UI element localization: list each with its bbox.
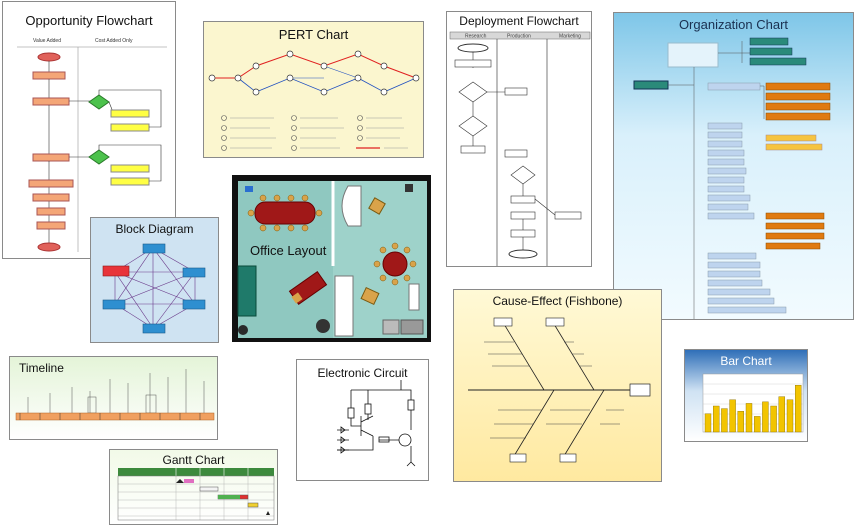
bar-chart-bar: [753, 416, 761, 433]
pert-chart-title: PERT Chart: [278, 27, 349, 42]
bar-chart-thumbnail[interactable]: Bar Chart: [684, 349, 808, 442]
deployment-flowchart-drawing: Research Production Marketing: [449, 31, 591, 266]
svg-text:Marketing: Marketing: [559, 34, 581, 40]
office-layout-thumbnail[interactable]: Office Layout: [232, 175, 431, 342]
gantt-chart-drawing: [117, 468, 275, 521]
timeline-title: Timeline: [19, 361, 64, 375]
bar-chart-bar: [704, 413, 712, 433]
electronic-circuit-drawing: +: [337, 374, 416, 467]
bar-chart-bar: [737, 411, 744, 433]
deployment-flowchart-thumbnail[interactable]: Deployment Flowchart Research Production…: [446, 11, 592, 267]
bar-chart-title: Bar Chart: [720, 354, 772, 368]
svg-text:Research: Research: [465, 34, 487, 40]
bar-chart-bar: [721, 408, 728, 433]
svg-text:Production: Production: [507, 34, 531, 40]
fishbone-diagram-title: Cause-Effect (Fishbone): [492, 294, 623, 308]
bar-chart-bar: [778, 396, 786, 433]
svg-text:+: +: [395, 374, 398, 380]
bar-chart-bar: [713, 405, 720, 433]
opportunity-flowchart-drawing: [17, 46, 167, 252]
organization-chart-thumbnail[interactable]: Organization Chart: [613, 12, 854, 320]
timeline-thumbnail[interactable]: Timeline: [9, 356, 218, 440]
bar-chart-bar: [762, 401, 769, 433]
gantt-chart-thumbnail[interactable]: Gantt Chart: [109, 449, 278, 525]
pert-chart-thumbnail[interactable]: PERT Chart: [203, 21, 424, 158]
office-layout-title: Office Layout: [250, 243, 327, 258]
bar-chart-drawing: [702, 373, 804, 433]
fishbone-diagram-drawing: [468, 317, 651, 463]
organization-chart-drawing: [633, 37, 831, 319]
bar-chart-bar: [745, 403, 753, 433]
deployment-flowchart-title: Deployment Flowchart: [459, 14, 579, 28]
bar-chart-bar: [786, 399, 794, 433]
organization-chart-title: Organization Chart: [678, 17, 789, 32]
electronic-circuit-thumbnail[interactable]: Electronic Circuit +: [296, 359, 429, 481]
value-added-column-label: Value Added: [33, 38, 61, 44]
bar-chart-bar: [770, 405, 777, 433]
bar-chart-bar: [729, 399, 736, 433]
timeline-drawing: [15, 369, 215, 421]
opportunity-flowchart-thumbnail[interactable]: Opportunity Flowchart Value Added Cost A…: [2, 1, 176, 259]
fishbone-diagram-thumbnail[interactable]: Cause-Effect (Fishbone): [453, 289, 662, 482]
cost-added-column-label: Cost Added Only: [95, 38, 133, 44]
gantt-chart-title: Gantt Chart: [162, 453, 225, 467]
electronic-circuit-title: Electronic Circuit: [317, 366, 408, 380]
bar-chart-bar: [794, 385, 802, 433]
block-diagram-title: Block Diagram: [115, 222, 194, 236]
pert-chart-drawing: [208, 50, 420, 151]
office-layout-drawing: [237, 181, 427, 338]
block-diagram-thumbnail[interactable]: Block Diagram: [90, 217, 219, 343]
opportunity-flowchart-title: Opportunity Flowchart: [25, 13, 153, 28]
block-diagram-drawing: [102, 243, 206, 334]
